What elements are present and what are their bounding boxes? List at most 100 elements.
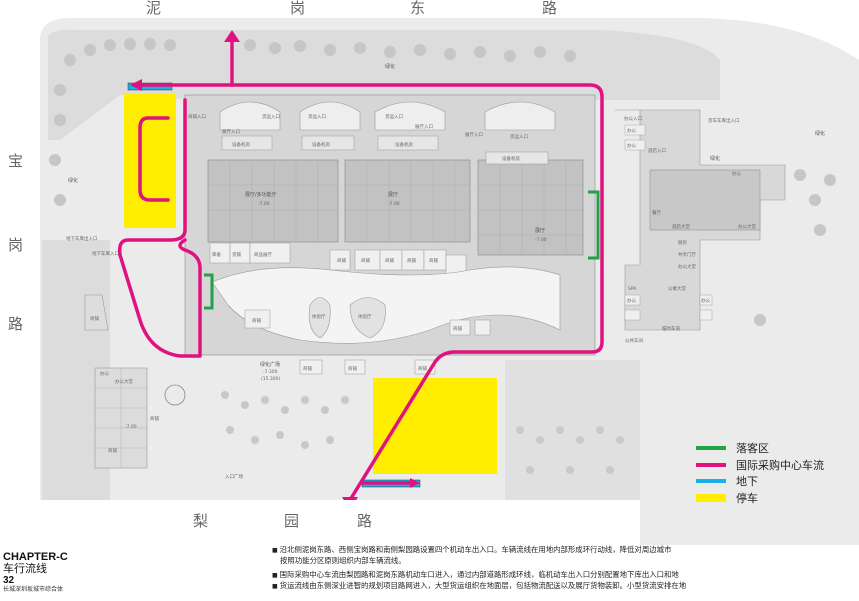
label-shop-row-1: 货铺: [232, 251, 241, 258]
label-greening-1: 绿化: [385, 63, 395, 70]
note-text-1: 沿北侧泥岗东路、西侧宝岗路和南侧梨园路设置四个机动车出入口。车辆流线在用地内部形…: [279, 545, 672, 554]
label-spa: SPA: [628, 286, 637, 292]
note-text-4: 货运流线由东侧深业进智的规划项目路网进入，大型货运组织在地面层，包括物流配送以及…: [279, 581, 687, 590]
label-green-plaza: 绿化广场: [260, 361, 280, 368]
west-tower-grid: [95, 368, 147, 468]
trees-north: [49, 38, 836, 326]
legend: 落客区 国际采购中心车流 地下 停车: [696, 440, 859, 506]
road-north-4: 路: [542, 0, 558, 17]
note-text-2: 按照功能分区原则组织内部车辆流线。: [280, 556, 406, 565]
label-office-entry: 办公入口: [624, 115, 642, 122]
legend-item-parking: 停车: [696, 490, 859, 507]
chapter-title: CHAPTER-C: [3, 551, 68, 563]
label-experience-1: 体验厅: [312, 313, 326, 320]
notes: ■沿北侧泥岗东路、西侧宝岗路和南侧梨园路设置四个机动车出入口。车辆流线在用地内部…: [272, 545, 859, 592]
label-experience-2: 体验厅: [358, 313, 372, 320]
label-basement-entry: 地下车库入口: [92, 250, 119, 257]
label-shop-j: 商铺: [418, 365, 427, 372]
legend-label-basement: 地下: [736, 475, 758, 489]
chapter-subtitle: 车行流线: [3, 563, 47, 575]
note-3: ■国际采购中心车流由梨园路和泥岗东路机动车口进入，通过内部道路形成环线，临机动车…: [272, 570, 859, 581]
southeast-area: [505, 360, 640, 545]
vehicle-flow: [117, 36, 604, 502]
label-cargo-entry-2: 货运入口: [308, 113, 326, 120]
label-storage: 库备: [212, 251, 221, 258]
parking-zone-south: [373, 378, 497, 474]
label-cargo-entry-1: 货运入口: [262, 113, 280, 120]
equipment-rooms: [221, 135, 549, 165]
legend-item-dropoff: 落客区: [696, 440, 859, 457]
label-hotel-entry: 酒店入口: [648, 147, 666, 154]
road-west-2: 岗: [8, 236, 24, 254]
label-shop-l3: 商铺: [150, 415, 159, 422]
trees-south: [516, 426, 624, 474]
label-shops-entry: 商铺入口: [188, 113, 206, 120]
east-atrium: [649, 169, 761, 231]
label-office-5: 办公: [701, 297, 710, 304]
label-equip-1: 设备机房: [232, 141, 250, 148]
legend-label-dropoff: 落客区: [736, 442, 769, 456]
road-south-3: 路: [357, 512, 373, 530]
label-shop-h: 商铺: [303, 365, 312, 372]
label-kitchen: 厨房: [678, 239, 687, 246]
legend-swatch-vehicle-flow: [696, 462, 726, 467]
label-office-hall-l: 办公大堂: [115, 378, 133, 385]
label-hotel-lobby: 酒店大堂: [672, 223, 690, 230]
label-office-1: 办公: [627, 127, 636, 134]
label-hall-1: 展厅: [388, 192, 398, 198]
label-shop-d: 商铺: [407, 257, 416, 264]
label-shop-row-2: 商品展厅: [254, 251, 272, 258]
label-hall-multi-elev: -7.00: [258, 201, 270, 207]
label-shop-l2: 商铺: [108, 447, 117, 454]
label-shop-l1: 商铺: [90, 315, 99, 322]
legend-label-vehicle-flow: 国际采购中心车流: [736, 458, 824, 472]
chapter-block: CHAPTER-C 车行流线 32 长城深圳坂城市综合体: [3, 552, 68, 594]
legend-swatch-dropoff: [696, 446, 726, 451]
label-apartment-entry: 共享门厅: [678, 251, 696, 258]
label-green-plaza-elev: -7.300: [263, 369, 278, 375]
label-basement-exit: 地下车库出入口: [66, 235, 98, 242]
label-hall-multi: 展厅/多功能厅: [245, 191, 277, 198]
label-office-4: 办公: [627, 297, 636, 304]
label-green-plaza-elev2: (15.300): [261, 376, 281, 382]
note-4: ■货运流线由东侧深业进智的规划项目路网进入，大型货运组织在地面层，包括物流配送以…: [272, 581, 859, 592]
label-cargo-entry-3: 货运入口: [385, 113, 403, 120]
project-name: 长城深圳坂城市综合体: [3, 587, 64, 593]
experience-pods: [308, 297, 386, 339]
page-number: 32: [3, 575, 15, 586]
road-south-2: 园: [284, 512, 300, 530]
label-office-l: 办公: [100, 370, 109, 377]
road-south-1: 梨: [193, 512, 209, 530]
bullet-icon: ■: [272, 583, 278, 590]
road-north-2: 岗: [290, 0, 306, 17]
halls: [207, 159, 584, 256]
label-hall-2-elev: -7.00: [535, 237, 547, 243]
note-2: 按照功能分区原则组织内部车辆流线。: [272, 556, 859, 566]
label-shop-i: 商铺: [348, 365, 357, 372]
label-temp-parking: 临时车道: [662, 325, 680, 332]
label-shop-g: 商铺: [453, 325, 462, 332]
label-office-lobby: 办公大堂: [738, 223, 756, 230]
label-public-lobby: 公寓大堂: [668, 285, 686, 292]
roundabout: [164, 384, 186, 406]
label-shop-e: 商铺: [429, 257, 438, 264]
label-shop-f: 商铺: [252, 317, 261, 324]
label-shop-b: 商铺: [361, 257, 370, 264]
label-hall-entry-1: 展厅入口: [222, 129, 240, 135]
parking-zone-west: [124, 94, 176, 228]
label-elev-l: -7.00: [125, 424, 137, 430]
arch-roofs: [219, 101, 556, 131]
bullet-icon: ■: [272, 572, 278, 579]
label-office-lobby-2: 办公大堂: [678, 263, 696, 270]
legend-item-vehicle-flow: 国际采购中心车流: [696, 457, 859, 474]
drop-off-zones: [204, 190, 600, 310]
label-hall-entry-2: 展厅入口: [415, 124, 433, 130]
hall-grid: [208, 160, 583, 255]
label-equip-4: 设备机房: [502, 155, 520, 162]
bullet-icon: ■: [272, 547, 278, 554]
label-hall-1-elev: -7.00: [388, 201, 400, 207]
legend-swatch-basement: [696, 479, 726, 484]
road-north-1: 泥: [146, 0, 162, 17]
note-text-3: 国际采购中心车流由梨园路和泥岗东路机动车口进入，通过内部道路形成环线，临机动车出…: [279, 570, 679, 579]
label-equip-3: 设备机房: [395, 141, 413, 148]
